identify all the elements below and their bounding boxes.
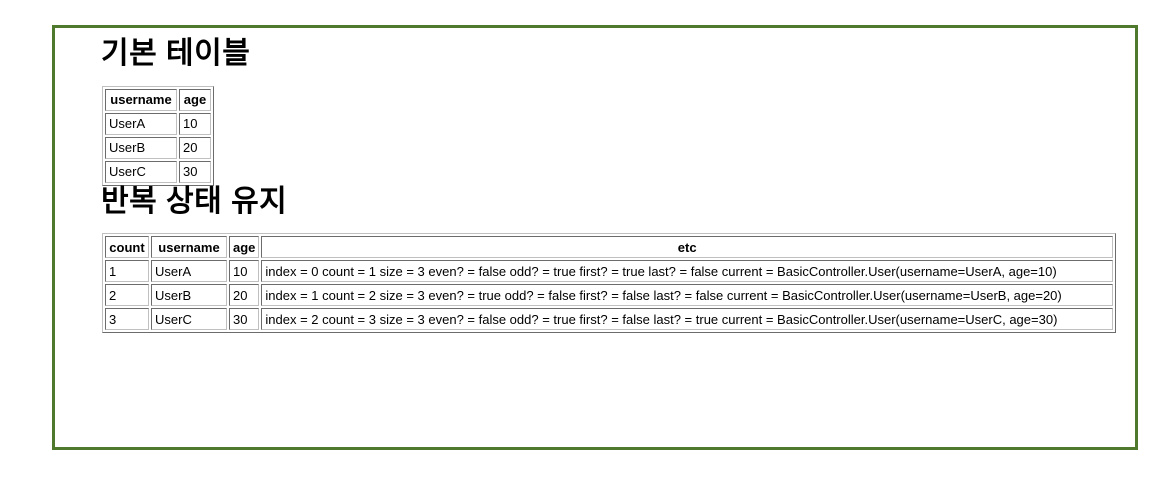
cell-age: 10 (229, 260, 260, 282)
cell-username: UserA (105, 112, 177, 135)
cell-age: 20 (229, 284, 260, 306)
table-header-row: username age (105, 88, 211, 111)
basic-table-head: username age (105, 88, 211, 111)
iteration-table-head: count username age etc (105, 236, 1113, 258)
table-header-row: count username age etc (105, 236, 1113, 258)
page-title-iteration-status: 반복 상태 유지 (101, 184, 288, 218)
table-row: 2 UserB 20 index = 1 count = 2 size = 3 … (105, 284, 1113, 306)
iteration-status-table: count username age etc 1 UserA 10 index … (102, 233, 1116, 333)
column-header-username: username (105, 88, 177, 111)
cell-username: UserB (151, 284, 227, 306)
cell-count: 1 (105, 260, 149, 282)
cell-count: 3 (105, 308, 149, 330)
column-header-age: age (179, 88, 211, 111)
column-header-count: count (105, 236, 149, 258)
basic-table: username age UserA 10 UserB 20 UserC (102, 85, 214, 186)
page-title-basic-table: 기본 테이블 (101, 37, 251, 70)
table-row: UserC 30 (105, 160, 211, 183)
table-row: 1 UserA 10 index = 0 count = 1 size = 3 … (105, 260, 1113, 282)
cell-count: 2 (105, 284, 149, 306)
column-header-etc: etc (261, 236, 1113, 258)
cell-age: 30 (179, 160, 211, 183)
cell-age: 10 (179, 112, 211, 135)
cell-username: UserC (151, 308, 227, 330)
table-row: 3 UserC 30 index = 2 count = 3 size = 3 … (105, 308, 1113, 330)
cell-etc: index = 2 count = 3 size = 3 even? = fal… (261, 308, 1113, 330)
iteration-table-body: 1 UserA 10 index = 0 count = 1 size = 3 … (105, 260, 1113, 330)
table-row: UserB 20 (105, 136, 211, 159)
cell-age: 30 (229, 308, 260, 330)
cell-username: UserB (105, 136, 177, 159)
cell-username: UserC (105, 160, 177, 183)
cell-etc: index = 0 count = 1 size = 3 even? = fal… (261, 260, 1113, 282)
cell-username: UserA (151, 260, 227, 282)
cell-etc: index = 1 count = 2 size = 3 even? = tru… (261, 284, 1113, 306)
cell-age: 20 (179, 136, 211, 159)
content-area: 기본 테이블 username age UserA 10 UserB 20 (101, 38, 1131, 447)
column-header-age: age (229, 236, 260, 258)
table-row: UserA 10 (105, 112, 211, 135)
content-frame: 기본 테이블 username age UserA 10 UserB 20 (52, 25, 1138, 450)
basic-table-body: UserA 10 UserB 20 UserC 30 (105, 112, 211, 183)
column-header-username: username (151, 236, 227, 258)
